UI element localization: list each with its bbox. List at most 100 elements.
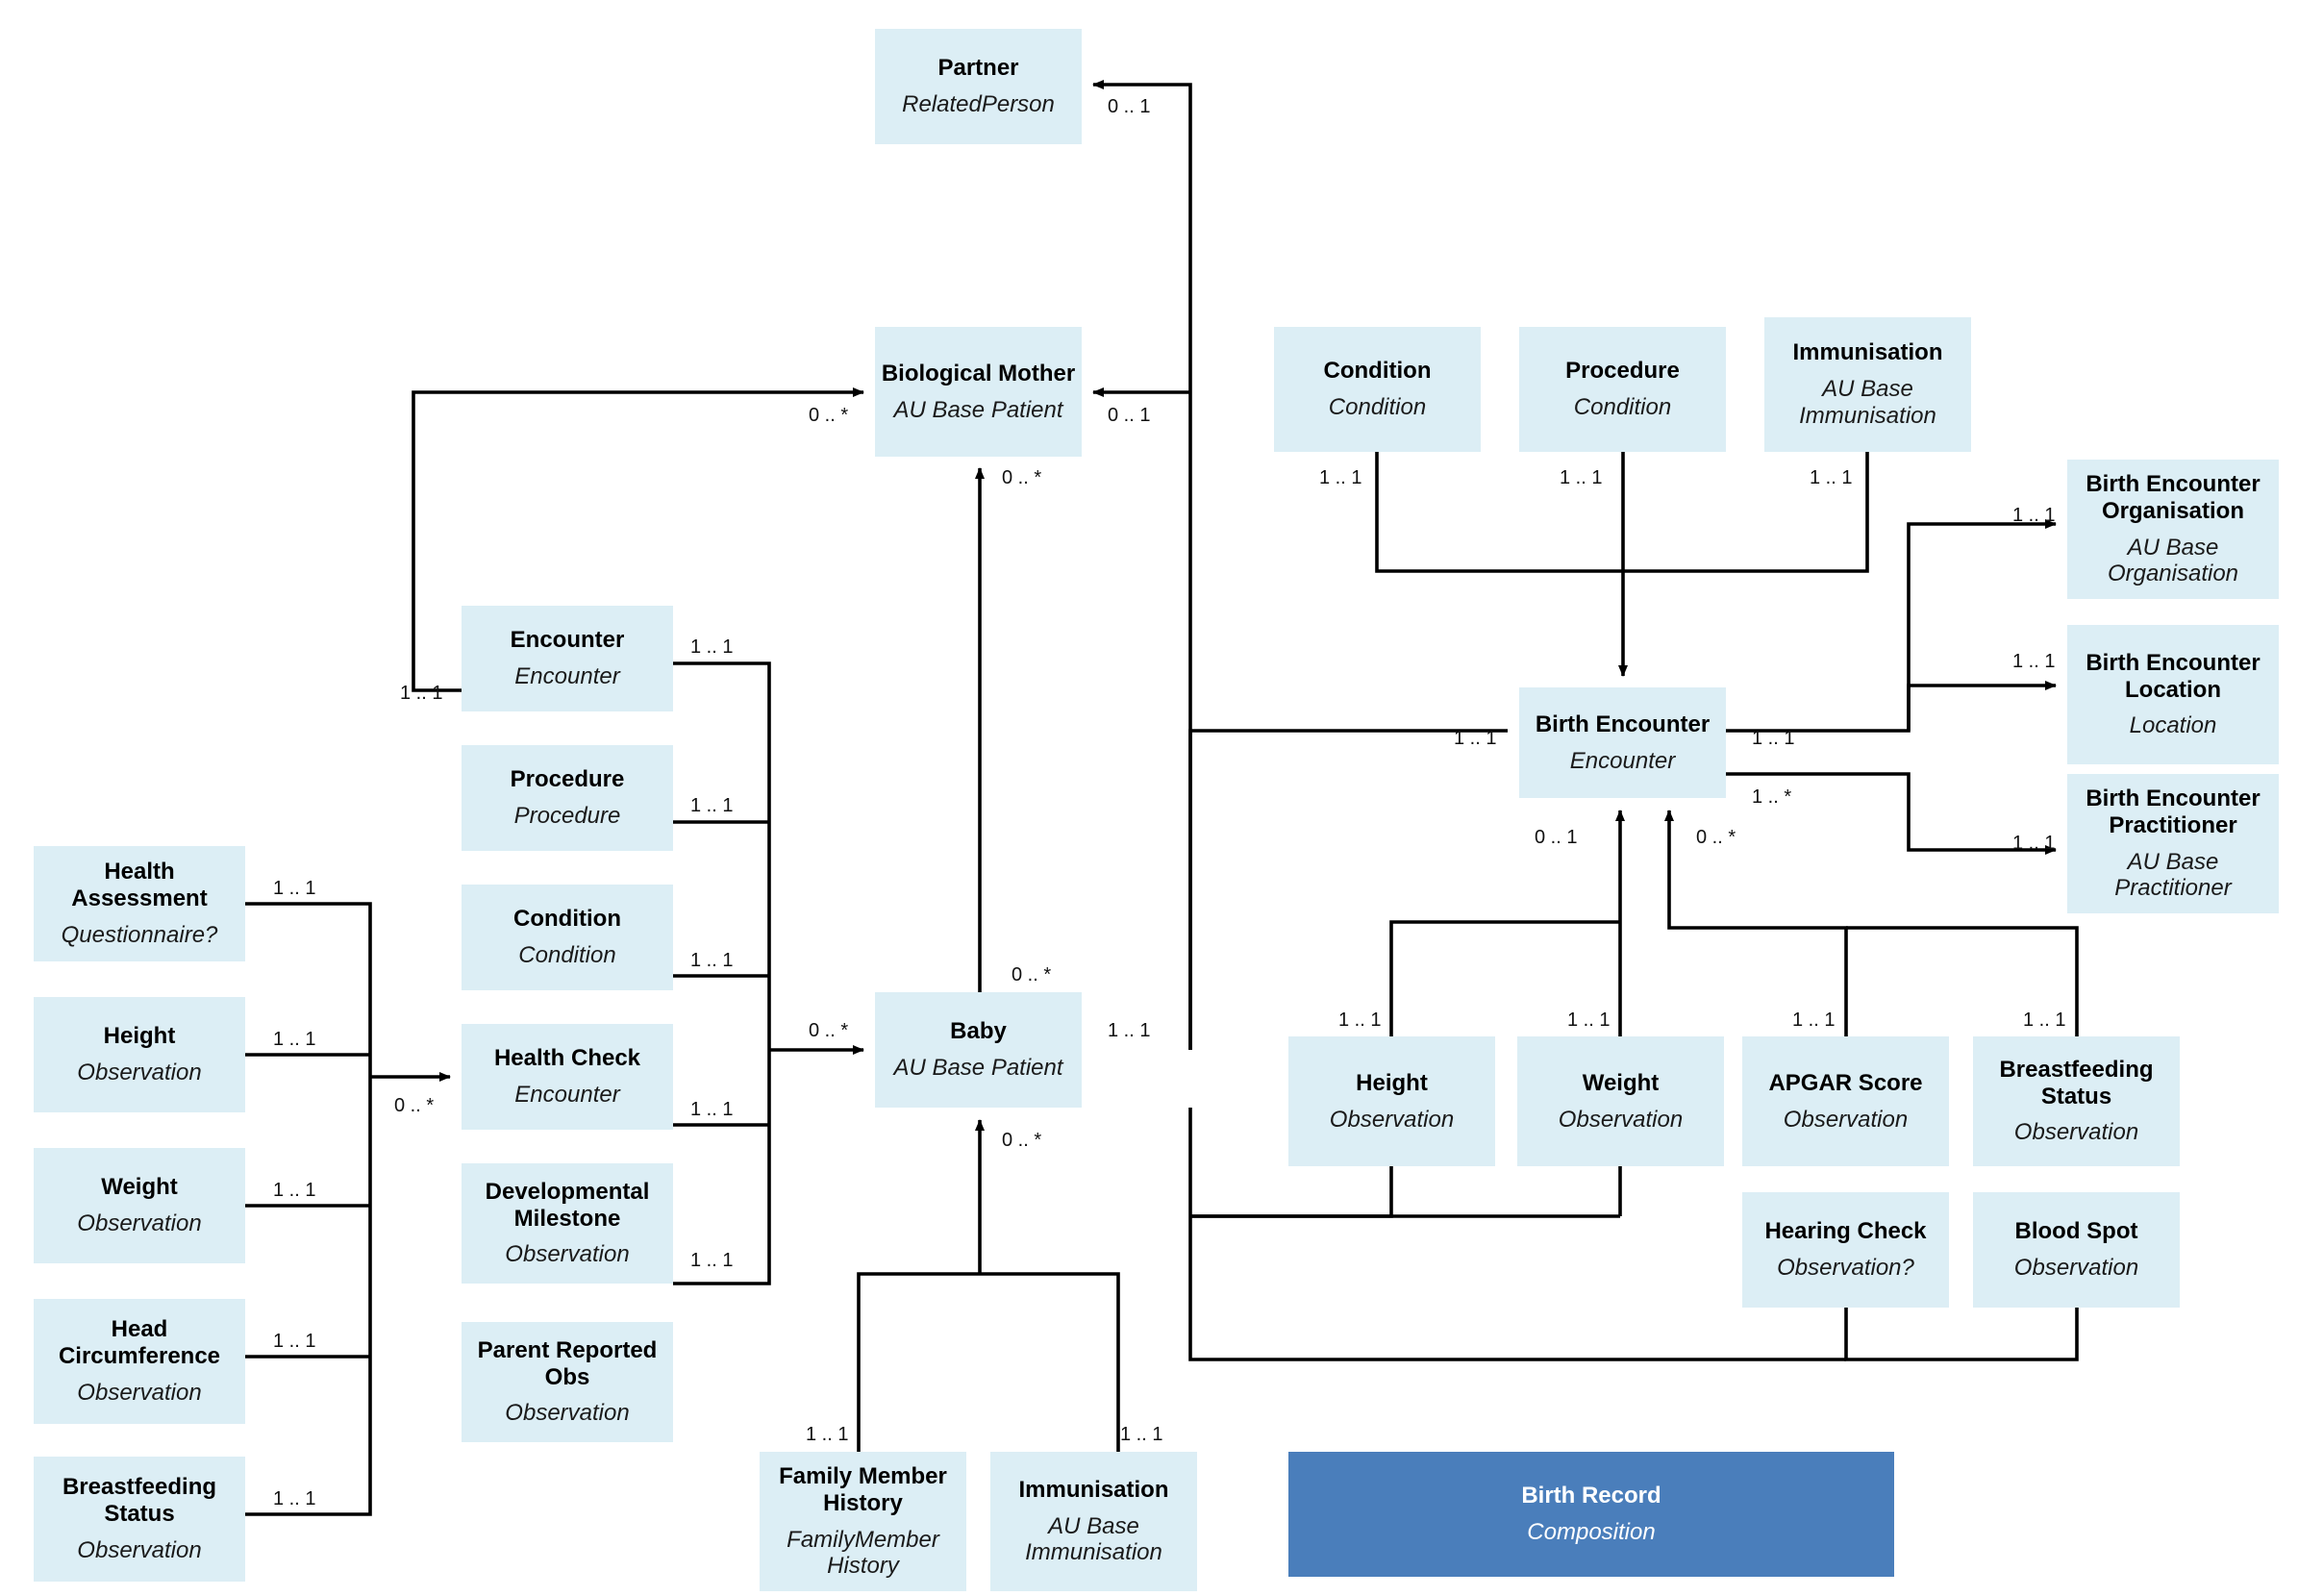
cardinality-label: 0 .. 1 (1535, 827, 1578, 848)
node-title: Height (103, 1023, 176, 1050)
edge-baby-partner (1092, 80, 1192, 1050)
node-title: Birth Record (1521, 1483, 1661, 1509)
cardinality-label: 1 .. 1 (2012, 505, 2056, 526)
cardinality-label: 1 .. 1 (1319, 467, 1362, 488)
cardinality-label: 1 .. 1 (1752, 728, 1795, 749)
node-resource-type: Condition (518, 942, 616, 968)
node-resource-type: AU Base Immunisation (1799, 376, 1936, 429)
cardinality-label: 1 .. 1 (1120, 1424, 1163, 1445)
cardinality-label: 1 .. 1 (400, 683, 443, 704)
node-resource-type: RelatedPerson (902, 91, 1055, 117)
node-be_org[interactable]: Birth Encounter Organisation AU Base Orga… (2067, 460, 2279, 599)
node-title: Breastfeeding Status (62, 1474, 217, 1528)
cardinality-label: 1 .. 1 (1567, 1010, 1611, 1031)
node-resource-type: Encounter (1569, 747, 1676, 774)
node-resource-type: Location (2129, 712, 2217, 739)
node-resource-type: Observation (1783, 1106, 1909, 1133)
edge-be-location (1907, 681, 2057, 731)
node-title: Immunisation (1018, 1476, 1169, 1503)
node-resource-type: Observation (2013, 1119, 2139, 1146)
cardinality-label: 0 .. * (809, 405, 849, 426)
node-title: Procedure (510, 766, 625, 793)
node-title: Birth Encounter (1535, 711, 1711, 737)
cardinality-label: 0 .. * (1002, 1130, 1042, 1151)
node-title: Birth Encounter Organisation (2086, 470, 2261, 524)
cardinality-label: 0 .. 1 (1108, 405, 1151, 426)
node-title: Breastfeeding Status (1999, 1056, 2154, 1110)
edge-be-practitioner (1726, 772, 2057, 855)
node-title: Baby (950, 1018, 1007, 1045)
node-resource-type: Condition (1328, 394, 1427, 420)
cardinality-label: 1 .. 1 (690, 636, 734, 658)
cardinality-label: 1 .. 1 (273, 1488, 316, 1509)
node-resource-type: Questionnaire? (61, 921, 218, 948)
cardinality-label: 0 .. * (1002, 467, 1042, 488)
node-bio_mother[interactable]: Biological Mother AU Base Patient (875, 327, 1082, 457)
node-resource-type: Observation (77, 1536, 202, 1563)
node-title: Developmental Milestone (485, 1178, 650, 1232)
node-resource-type: AU Base Immunisation (1025, 1512, 1162, 1566)
node-title: Encounter (510, 627, 625, 654)
cardinality-label: 1 .. 1 (690, 1099, 734, 1120)
cardinality-label: 0 .. * (809, 1020, 849, 1041)
node-resource-type: Observation (1558, 1106, 1684, 1133)
node-resource-type: Observation (77, 1210, 202, 1236)
cardinality-label: 1 .. 1 (273, 878, 316, 899)
cardinality-label: 1 .. 1 (1338, 1010, 1382, 1031)
node-resource-type: FamilyMember History (787, 1526, 939, 1580)
edge-be-organisation (1726, 519, 2057, 733)
edge-left-obs-trunk (245, 902, 372, 1516)
cardinality-label: 1 .. 1 (1108, 1020, 1151, 1041)
node-imm_top[interactable]: Immunisation AU Base Immunisation (1764, 317, 1971, 452)
node-title: Weight (1582, 1069, 1660, 1096)
node-title: Immunisation (1792, 339, 1943, 366)
edge-baby-birth-encounter (1188, 729, 1508, 1050)
cardinality-label: 1 .. 1 (2012, 651, 2056, 672)
cardinality-label: 0 .. * (1696, 827, 1736, 848)
node-imm_baby[interactable]: Immunisation AU Base Immunisation (990, 1452, 1197, 1591)
node-title: Family Member History (779, 1462, 947, 1516)
cardinality-label: 1 .. 1 (690, 1250, 734, 1271)
node-resource-type: AU Base Patient (893, 396, 1063, 423)
node-title: Biological Mother (881, 360, 1076, 387)
node-title: APGAR Score (1768, 1069, 1923, 1096)
node-resource-type: Observation (77, 1060, 202, 1085)
node-resource-type: Procedure (513, 803, 621, 829)
node-resource-type: Observation (2013, 1255, 2139, 1281)
node-resource-type: Observation (1329, 1106, 1455, 1133)
cardinality-label: 1 .. * (1752, 786, 1792, 808)
node-resource-type: AU Base Practitioner (2114, 848, 2232, 902)
cardinality-label: 1 .. 1 (1810, 467, 1853, 488)
cardinality-label: 1 .. 1 (690, 795, 734, 816)
node-resource-type: AU Base Organisation (2107, 534, 2239, 587)
cardinality-label: 1 .. 1 (273, 1029, 316, 1050)
